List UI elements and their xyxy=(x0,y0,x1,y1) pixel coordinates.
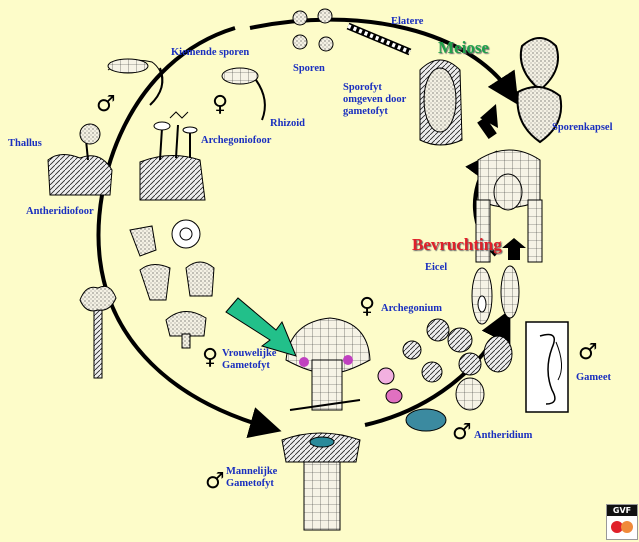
development-stages xyxy=(130,220,214,348)
label-vrouwelijke-gametofyt: Vrouwelijke Gametofyt xyxy=(222,348,276,372)
label-antheridium: Antheridium xyxy=(474,430,532,442)
label-sporen: Sporen xyxy=(293,63,325,75)
male-gametophyte-illustration xyxy=(282,433,360,530)
archegoniophore-illustration xyxy=(140,112,205,200)
label-kiemende-sporen: Kiemende sporen xyxy=(171,47,249,59)
female-symbol-top: ♀ xyxy=(212,94,228,116)
up-arrow-bevruchting xyxy=(502,238,526,260)
label-rhizoid: Rhizoid xyxy=(270,118,305,130)
female-symbol-archegonium: ♀ xyxy=(359,296,375,318)
label-eicel: Eicel xyxy=(425,262,447,274)
label-archegonium: Archegonium xyxy=(381,303,442,315)
spores-illustration xyxy=(293,9,333,51)
gamete-box xyxy=(526,322,568,412)
elater-illustration xyxy=(348,26,410,52)
male-symbol-gametophyte: ♂ xyxy=(205,471,225,493)
gvf-logo: GVF xyxy=(606,504,638,540)
female-symbol-gametophyte: ♀ xyxy=(202,347,218,369)
label-sporenkapsel: Sporenkapsel xyxy=(552,122,613,134)
sporophyte-illustration xyxy=(420,60,462,145)
male-symbol-gamete: ♂ xyxy=(578,342,598,364)
label-gameet: Gameet xyxy=(576,372,611,384)
label-meiose: Meiose xyxy=(438,38,489,58)
male-symbol-top: ♂ xyxy=(96,94,116,116)
up-arrow-meiose xyxy=(477,104,498,139)
label-archegoniofoor: Archegoniofoor xyxy=(201,135,271,147)
male-symbol-antheridium: ♂ xyxy=(452,422,472,444)
label-elatere: Elatere xyxy=(391,16,423,28)
female-gametophyte-illustration xyxy=(286,318,370,410)
label-bevruchting: Bevruchting xyxy=(412,235,502,255)
label-mannelijke-gametofyt: Mannelijke Gametofyt xyxy=(226,466,277,490)
antheridiophore-stalk xyxy=(80,286,116,378)
label-thallus: Thallus xyxy=(8,138,42,150)
logo-text: GVF xyxy=(607,505,637,516)
label-antheridiofoor: Antheridiofoor xyxy=(26,206,94,218)
logo-mark xyxy=(607,516,637,538)
label-sporofyt: Sporofyt omgeven door gametofyt xyxy=(343,82,406,118)
thallus-illustration xyxy=(48,124,112,195)
